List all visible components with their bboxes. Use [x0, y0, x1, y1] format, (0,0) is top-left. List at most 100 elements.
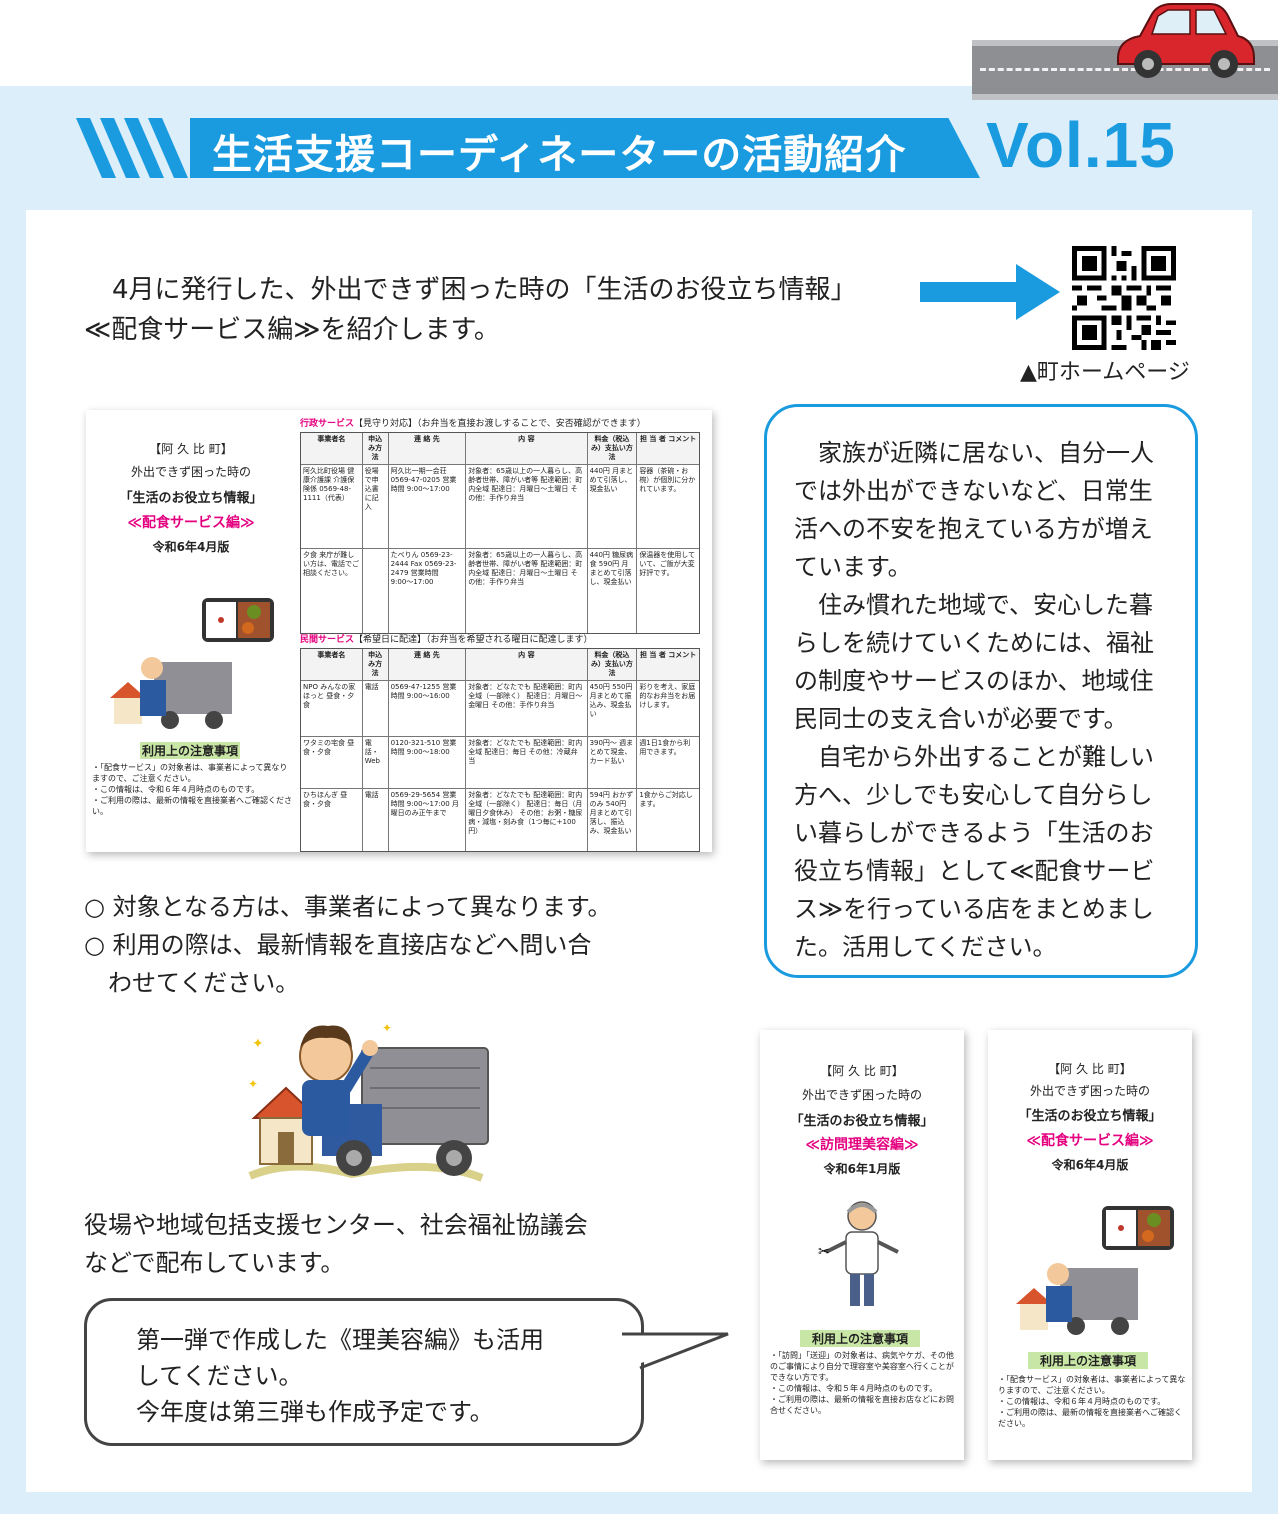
col-header: 内 容: [466, 433, 588, 464]
bento-icon: [202, 598, 274, 642]
table2-heading: 民間サービス【希望日に配達】（お弁当を希望される曜日に配達します）: [300, 632, 593, 645]
qr-code[interactable]: [1072, 246, 1176, 350]
table-cell: 電話: [363, 681, 389, 736]
right-arrow-icon: [920, 264, 1060, 320]
road-line: [980, 68, 1270, 71]
bullet-item: ○ 利用の際は、最新情報を直接店などへ問い合: [84, 931, 592, 959]
card-note: ・この情報は、令和５年４月時点のものです。: [770, 1384, 938, 1393]
svg-text:✦: ✦: [252, 1036, 264, 1052]
table-cell: 保温器を使用していて、ご飯が大変好評です。: [639, 551, 696, 577]
col-header: 料金（税込み）支払い方法: [587, 433, 638, 464]
col-header: 事業者名: [301, 433, 363, 464]
table-row: 阿久比町役場 健康介護課 介護保険係 0569-48-1111（代表） 役場で申…: [301, 465, 699, 549]
info-box: [764, 404, 1198, 978]
table-cell: 電話・Web: [363, 737, 389, 788]
svg-text:✂: ✂: [818, 1244, 830, 1260]
svg-text:✦: ✦: [382, 1021, 392, 1035]
info-box-text: 家族が近隣に居ない、自分一人では外出ができないなど、日常生活への不安を抱えている…: [794, 434, 1174, 966]
card-edition: ≪配食サービス編≫: [1026, 1133, 1154, 1149]
distribution-text: 役場や地域包括支援センター、社会福祉協議会 などで配布しています。: [84, 1206, 588, 1282]
table-cell: ワタミの宅食 昼食・夕食: [301, 737, 363, 788]
card-notes-heading: 利用上の注意事項: [1028, 1352, 1148, 1369]
card-edition: ≪訪問理美容編≫: [805, 1137, 919, 1153]
table1-label: 行政サービス: [300, 419, 355, 429]
brochure-preview: 【阿 久 比 町】 外出できず困った時の 「生活のお役立ち情報」 ≪配食サービス…: [86, 410, 712, 852]
card-date: 令和6年1月版: [823, 1162, 901, 1176]
brochure-note: ・「配食サービス」の対象者は、事業者によって異なりますので、ご注意ください。: [92, 763, 288, 783]
brochure-notes-heading: 利用上の注意事項: [140, 742, 240, 759]
speech-text: 第一弾で作成した《理美容編》も活用 してください。 今年度は第三弾も作成予定です…: [136, 1322, 544, 1430]
col-header: 連 絡 先: [388, 649, 467, 680]
brochure-note: ・ご利用の際は、最新の情報を直接業者へご確認ください。: [92, 796, 292, 816]
table2: 事業者名 申込み方法 連 絡 先 内 容 料金（税込み）支払い方法 担 当 者 …: [300, 648, 700, 852]
table-cell: ひちほんぎ 昼食・夕食: [301, 789, 363, 851]
table-cell: 容器（茶碗・お椀）が個別に分かれています。: [639, 467, 696, 493]
qr-caption: ▲町ホームページ: [1020, 360, 1190, 385]
table-cell: たべりん 0569-23-2444 Fax 0569-23-2479 営業時間 …: [389, 549, 467, 633]
brochure-tables: 行政サービス【見守り対応】（お弁当を直接お渡しすることで、安否確認ができます） …: [298, 410, 712, 852]
card-note: ・ご利用の際は、最新の情報を直接お店などにお問合せください。: [770, 1395, 954, 1415]
volume-number: Vol.15: [986, 109, 1176, 181]
table1: 事業者名 申込み方法 連 絡 先 内 容 料金（税込み）支払い方法 担 当 者 …: [300, 432, 700, 634]
table-cell: 440円 糖尿病食 590円 月まとめて引落し、現金払い: [588, 549, 638, 633]
table2-title: 【希望日に配達】（お弁当を希望される曜日に配達します）: [354, 635, 593, 645]
table-row: 夕食 来庁が難しい方は、電話でご相談ください。 たべりん 0569-23-244…: [301, 549, 699, 633]
info-paragraph: 自宅から外出することが難しい方へ、少しでも安心して自分らしい暮らしができるよう「…: [794, 743, 1155, 961]
brochure-edition: ≪配食サービス編≫: [127, 515, 255, 531]
barber-icon: ✂: [818, 1201, 899, 1306]
table-row: NPO みんなの家 ほっと 昼食・夕食 電話 0569-47-1255 営業時間…: [301, 681, 699, 737]
speech-bubble-tail: [620, 1332, 729, 1370]
table-cell: 対象者：65歳以上の一人暮らし、高齢者世帯、障がい者等 配達範囲：町内全域 配達…: [466, 549, 588, 633]
table-cell: 対象者：どなたでも 配達範囲：町内全域（一部除く） 配達日：月曜日〜金曜日 その…: [466, 681, 588, 736]
col-header: 申込み方法: [362, 433, 389, 464]
card-date: 令和6年4月版: [1051, 1158, 1129, 1172]
table-cell: 彩りを考え、家庭的なお弁当をお届けします。: [639, 683, 696, 709]
col-header: 事業者名: [301, 649, 363, 680]
brochure-note: ・この情報は、令和６年４月時点のものです。: [92, 785, 260, 794]
col-header: 申込み方法: [362, 649, 389, 680]
delivery-man-icon: [110, 657, 232, 729]
table-cell: 阿久比町役場 健康介護課 介護保険係 0569-48-1111（代表）: [301, 465, 363, 548]
col-header: 担 当 者 コメント: [637, 433, 699, 464]
card-note: ・ご利用の際は、最新の情報を直接業者へご確認ください。: [998, 1408, 1182, 1428]
table-cell: 対象者：どなたでも 配達範囲：町内全域 配達日：毎日 その他：冷蔵弁当: [466, 737, 588, 788]
car-icon: [1117, 3, 1255, 78]
brochure-date: 令和6年4月版: [152, 540, 230, 554]
speech-bubble: [84, 1298, 644, 1446]
bento-icon: [1102, 1206, 1174, 1250]
speech-line-2: してください。: [136, 1362, 303, 1390]
intro-text: 4月に発行した、外出できず困った時の「生活のお役立ち情報」 ≪配食サービス編≫を…: [84, 270, 857, 350]
info-paragraph: 家族が近隣に居ない、自分一人では外出ができないなど、日常生活への不安を抱えている…: [794, 439, 1154, 581]
table-cell: 0569-29-5654 営業時間 9:00〜17:00 月曜日のみ正午まで: [389, 789, 467, 851]
table-row: ひちほんぎ 昼食・夕食 電話 0569-29-5654 営業時間 9:00〜17…: [301, 789, 699, 851]
col-header: 内 容: [466, 649, 588, 680]
card-note: ・「配食サービス」の対象者は、事業者によって異なりますので、ご注意ください。: [998, 1375, 1186, 1395]
bullet-item: ○ 対象となる方は、事業者によって異なります。: [84, 893, 612, 921]
brochure-title: 「生活のお役立ち情報」: [119, 491, 263, 506]
intro-line-2: ≪配食サービス編≫を紹介します。: [84, 315, 500, 345]
table-cell: NPO みんなの家 ほっと 昼食・夕食: [301, 681, 363, 736]
card-town: 【阿 久 比 町】: [820, 1064, 904, 1078]
brochure-card-beauty: 【阿 久 比 町】 外出できず困った時の 「生活のお役立ち情報」 ≪訪問理美容編…: [760, 1030, 964, 1460]
table-cell: 対象者：65歳以上の一人暮らし、高齢者世帯、障がい者等 配達範囲：町内全域 配達…: [466, 465, 588, 548]
table-cell: 電話: [363, 789, 389, 851]
card-notes-heading: 利用上の注意事項: [800, 1330, 920, 1347]
col-header: 料金（税込み）支払い方法: [587, 649, 638, 680]
card-note: ・「訪問」「送迎」の対象者は、病気やケガ、その他のご事情により自分で理容室や美容…: [770, 1351, 954, 1382]
brochure-town: 【阿 久 比 町】: [149, 442, 233, 456]
card-notes: ・「配食サービス」の対象者は、事業者によって異なりますので、ご注意ください。 ・…: [998, 1374, 1186, 1429]
speech-line-3: 今年度は第三弾も作成予定です。: [136, 1398, 494, 1426]
table-cell: 440円 月まとめて引落し、現金払い: [588, 465, 638, 548]
card-subtitle: 外出できず困った時の: [1029, 1084, 1150, 1098]
table1-title: 【見守り対応】（お弁当を直接お渡しすることで、安否確認ができます）: [354, 419, 646, 429]
brochure-notes: ・「配食サービス」の対象者は、事業者によって異なりますので、ご注意ください。 ・…: [92, 762, 292, 817]
card-subtitle: 外出できず困った時の: [801, 1088, 922, 1102]
delivery-man-illustration: ✦ ✦ ✦: [248, 1021, 489, 1182]
table-cell: 対象者：どなたでも 配達範囲：町内全域（一部除く） 配達日：毎日（月曜日夕食休み…: [466, 789, 588, 851]
table-header-row: 事業者名 申込み方法 連 絡 先 内 容 料金（税込み）支払い方法 担 当 者 …: [301, 433, 699, 465]
brochure-cover: 【阿 久 比 町】 外出できず困った時の 「生活のお役立ち情報」 ≪配食サービス…: [86, 410, 296, 852]
table-cell: 1食からご対応します。: [639, 791, 693, 808]
card-title: 「生活のお役立ち情報」: [1018, 1109, 1162, 1124]
speech-line-1: 第一弾で作成した《理美容編》も活用: [136, 1326, 544, 1354]
brochure-subtitle: 外出できず困った時の: [130, 465, 251, 479]
